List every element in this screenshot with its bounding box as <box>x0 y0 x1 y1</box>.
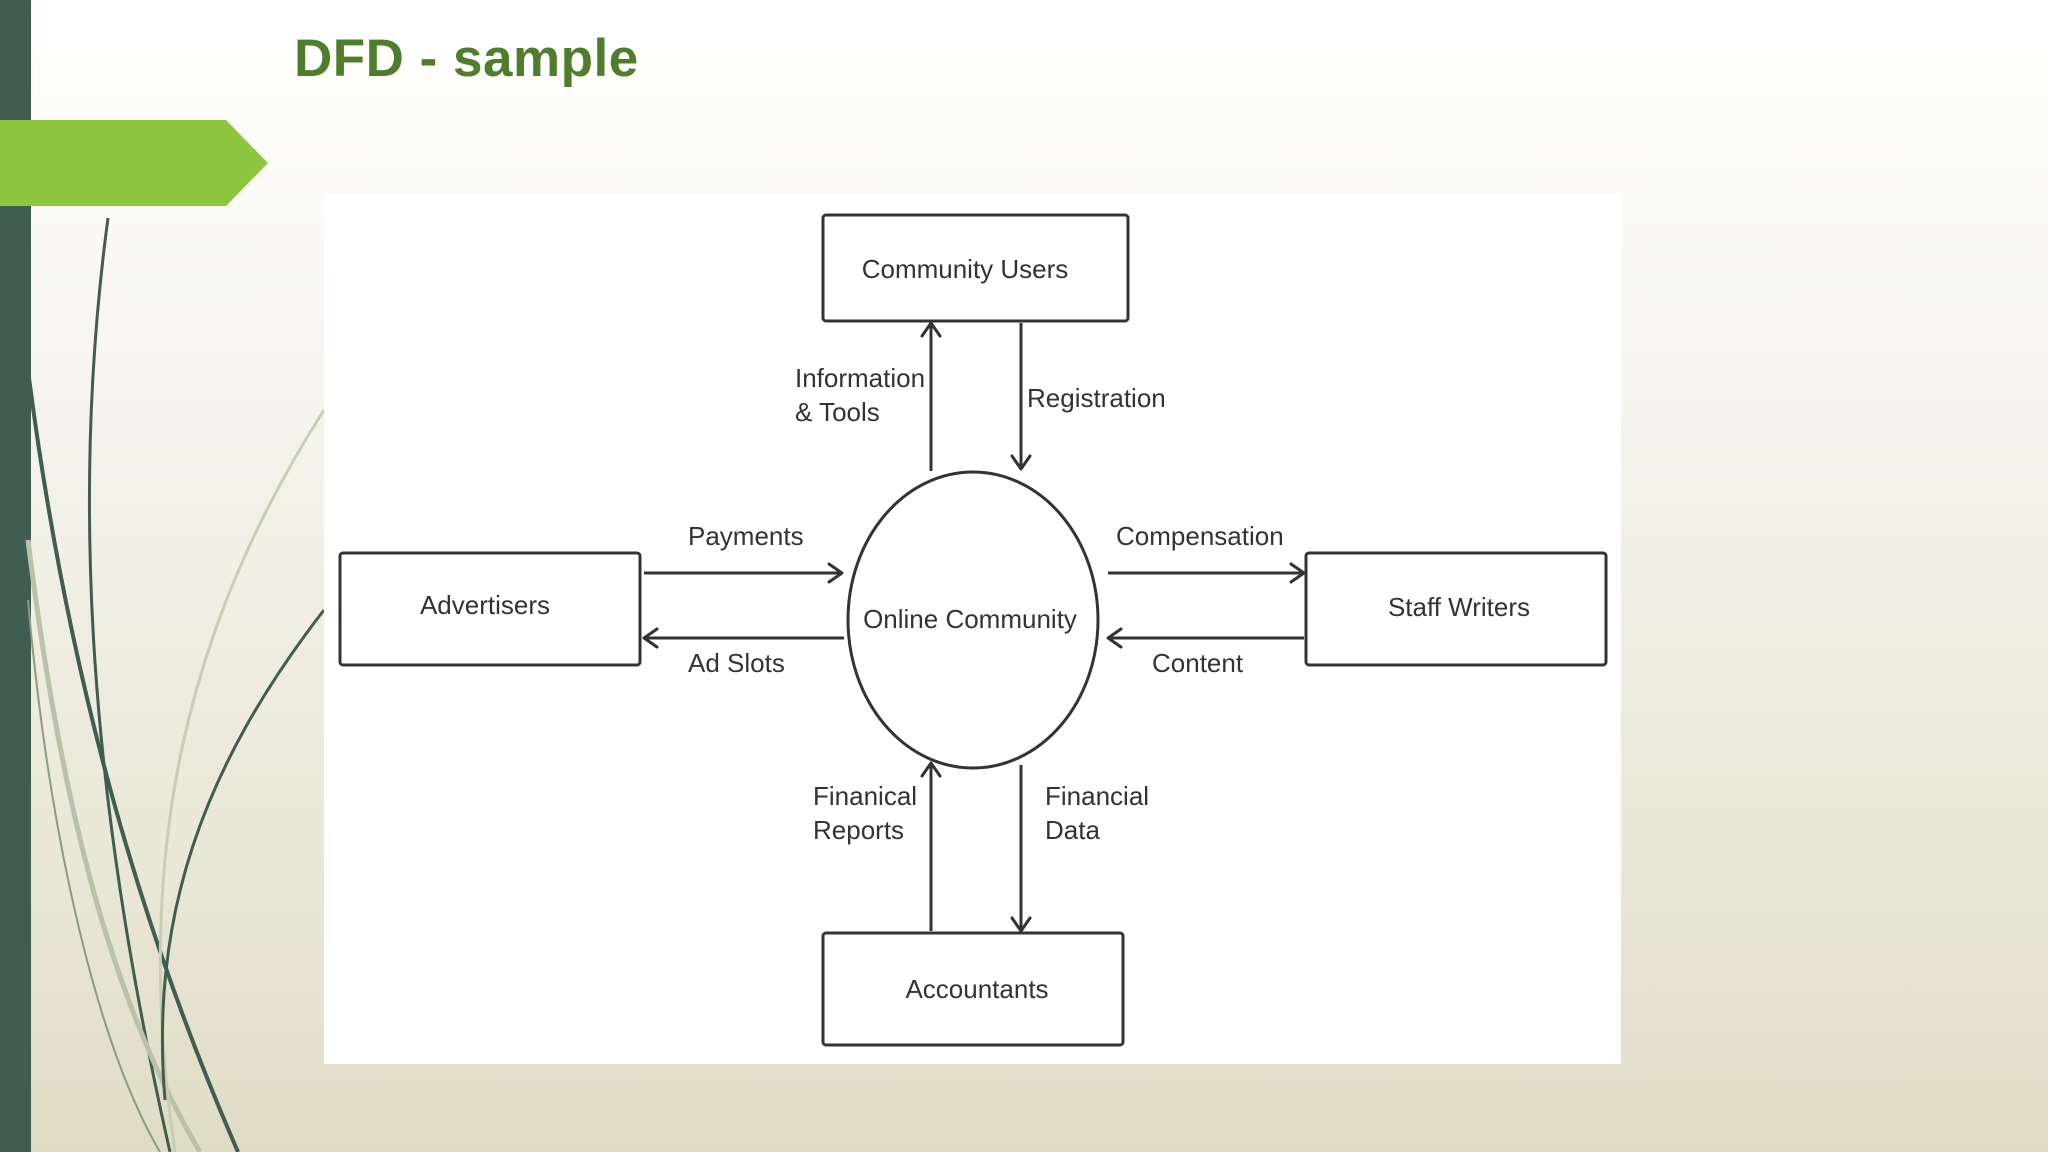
flow-payments-label: Payments <box>688 521 804 551</box>
flow-financial-data-label-line2: Data <box>1045 815 1100 845</box>
flow-registration: Registration <box>1010 323 1166 471</box>
flow-compensation-label: Compensation <box>1116 521 1284 551</box>
flow-registration-label: Registration <box>1027 383 1166 413</box>
flow-ad-slots-label: Ad Slots <box>688 648 785 678</box>
flow-content: Content <box>1106 627 1304 678</box>
flow-compensation: Compensation <box>1108 521 1306 584</box>
dfd-diagram-panel: Community Users Advertisers Staff Writer… <box>324 194 1621 1064</box>
green-arrow-tab <box>0 120 268 206</box>
dfd-diagram: Community Users Advertisers Staff Writer… <box>338 213 1608 1047</box>
flow-ad-slots: Ad Slots <box>642 627 844 678</box>
process-online-community: Online Community <box>846 470 1100 770</box>
flow-financial-data-label-line1: Financial <box>1045 781 1149 811</box>
flow-financial-data: Financial Data <box>1010 765 1149 933</box>
flow-financial-reports: Finanical Reports <box>813 761 942 931</box>
process-label: Online Community <box>863 604 1077 634</box>
decorative-grass-strokes <box>25 217 326 1152</box>
entity-accountants-label: Accountants <box>905 974 1048 1004</box>
flow-information-tools: Information & Tools <box>795 321 942 471</box>
entity-community-users-label: Community Users <box>862 254 1069 284</box>
entity-accountants: Accountants <box>821 931 1125 1047</box>
flow-payments: Payments <box>644 521 844 584</box>
flow-information-label-line1: Information <box>795 363 925 393</box>
slide-title: DFD - sample <box>294 29 639 88</box>
flow-financial-reports-label-line2: Reports <box>813 815 904 845</box>
entity-advertisers-label: Advertisers <box>420 590 550 620</box>
entity-staff-writers: Staff Writers <box>1304 551 1608 667</box>
entity-advertisers: Advertisers <box>338 551 642 667</box>
flow-financial-reports-label-line1: Finanical <box>813 781 917 811</box>
entity-staff-writers-label: Staff Writers <box>1388 592 1530 622</box>
flow-information-label-line2: & Tools <box>795 397 880 427</box>
entity-community-users: Community Users <box>821 213 1130 323</box>
flow-content-label: Content <box>1152 648 1244 678</box>
